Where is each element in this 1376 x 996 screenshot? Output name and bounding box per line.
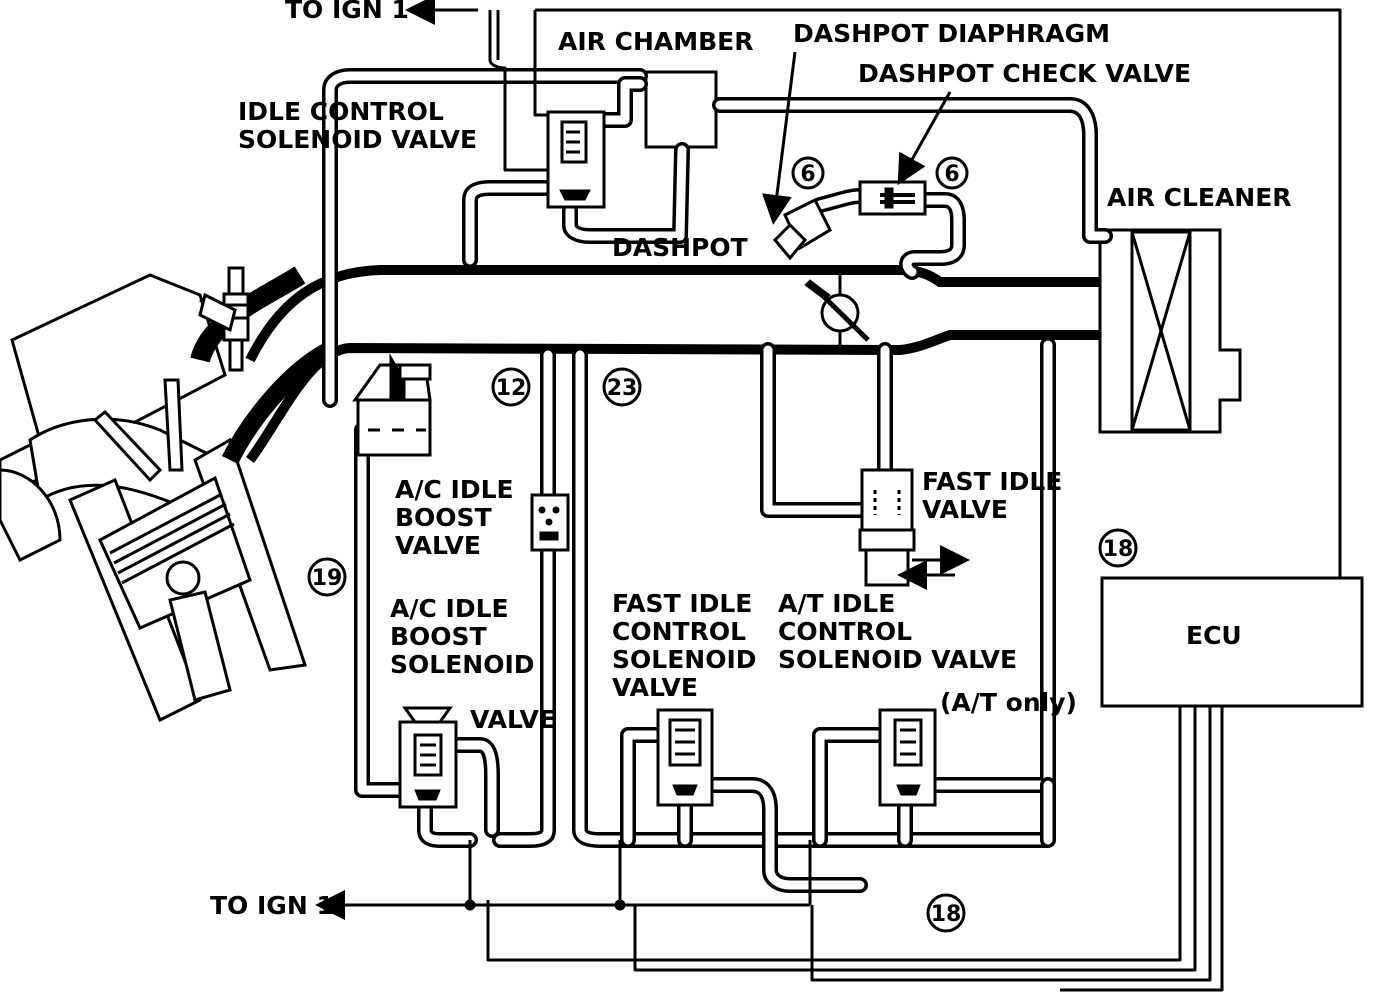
callout-6-right: 6 (935, 156, 969, 190)
svg-text:12: 12 (496, 376, 527, 401)
label-fast-idle-valve-2: VALVE (922, 495, 1008, 524)
label-to-ign-top: TO IGN 1 (285, 0, 409, 24)
label-fast-idle-control-1: FAST IDLE (612, 589, 752, 618)
callout-18-bottom: 18 (926, 893, 966, 933)
label-at-idle-control-3: SOLENOID VALVE (778, 645, 1017, 674)
electrical-wires (355, 8, 1342, 992)
vacuum-hoses (322, 68, 1113, 893)
svg-text:19: 19 (312, 566, 343, 591)
dashpot-check-valve (858, 180, 927, 216)
throttle-body (804, 270, 870, 350)
callout-23: 23 (602, 367, 642, 407)
svg-text:23: 23 (607, 376, 638, 401)
svg-text:18: 18 (1103, 537, 1134, 562)
engine-cutaway (0, 266, 335, 723)
label-at-idle-control-1: A/T IDLE (778, 589, 895, 618)
callout-12: 12 (491, 367, 531, 407)
air-chamber (644, 70, 718, 149)
label-fast-idle-control-2: CONTROL (612, 617, 746, 646)
fast-idle-valve (858, 468, 970, 590)
label-ecu: ECU (1186, 621, 1242, 650)
air-cleaner (1098, 228, 1242, 434)
intake-duct-upper (245, 265, 1100, 363)
ac-idle-boost-valve (352, 353, 432, 457)
label-dashpot: DASHPOT (612, 233, 748, 262)
svg-text:6: 6 (800, 162, 815, 187)
label-fast-idle-control-4: VALVE (612, 673, 698, 702)
diagram-labels: TO IGN 1 AIR CHAMBER DASHPOT DIAPHRAGM D… (210, 0, 1292, 920)
label-to-ign-bottom: TO IGN 1 (210, 891, 334, 920)
label-ac-idle-boost-solenoid-1: A/C IDLE (390, 594, 509, 623)
callout-numbers: 6 6 12 23 19 18 18 (307, 156, 1138, 933)
svg-text:6: 6 (944, 162, 959, 187)
idle-control-solenoid-valve (546, 110, 606, 209)
label-air-cleaner: AIR CLEANER (1107, 183, 1292, 212)
label-ac-idle-boost-valve-1: A/C IDLE (395, 475, 514, 504)
label-dashpot-diaphragm: DASHPOT DIAPHRAGM (793, 19, 1110, 48)
fast-idle-control-solenoid-valve (656, 708, 714, 807)
svg-text:18: 18 (931, 902, 962, 927)
leader-arrows (315, 0, 952, 920)
label-idle-control-2: SOLENOID VALVE (238, 125, 477, 154)
label-ac-idle-boost-valve-2: BOOST (395, 503, 492, 532)
label-ac-idle-boost-solenoid-2: BOOST (390, 622, 487, 651)
label-dashpot-check-valve: DASHPOT CHECK VALVE (858, 59, 1191, 88)
at-idle-control-solenoid-valve (878, 708, 937, 807)
label-at-idle-control-2: CONTROL (778, 617, 912, 646)
piston (98, 475, 252, 702)
callout-18-ecu: 18 (1098, 528, 1138, 568)
ecu-box (1100, 576, 1364, 708)
ac-idle-boost-solenoid-valve (398, 706, 458, 809)
label-ac-idle-boost-valve-3: VALVE (395, 531, 481, 560)
label-idle-control-1: IDLE CONTROL (238, 97, 444, 126)
callout-19: 19 (307, 557, 347, 597)
dashpot-diaphragm (772, 197, 832, 261)
label-ac-idle-boost-solenoid-4: VALVE (470, 705, 556, 734)
callout-6-left: 6 (791, 156, 825, 190)
label-at-only: (A/T only) (940, 688, 1077, 717)
intake-duct-lower (245, 330, 1100, 463)
label-ac-idle-boost-solenoid-3: SOLENOID (390, 650, 535, 679)
label-fast-idle-valve-1: FAST IDLE (922, 467, 1062, 496)
label-air-chamber: AIR CHAMBER (558, 27, 753, 56)
label-fast-idle-control-3: SOLENOID (612, 645, 757, 674)
inline-check-valve (530, 493, 570, 552)
